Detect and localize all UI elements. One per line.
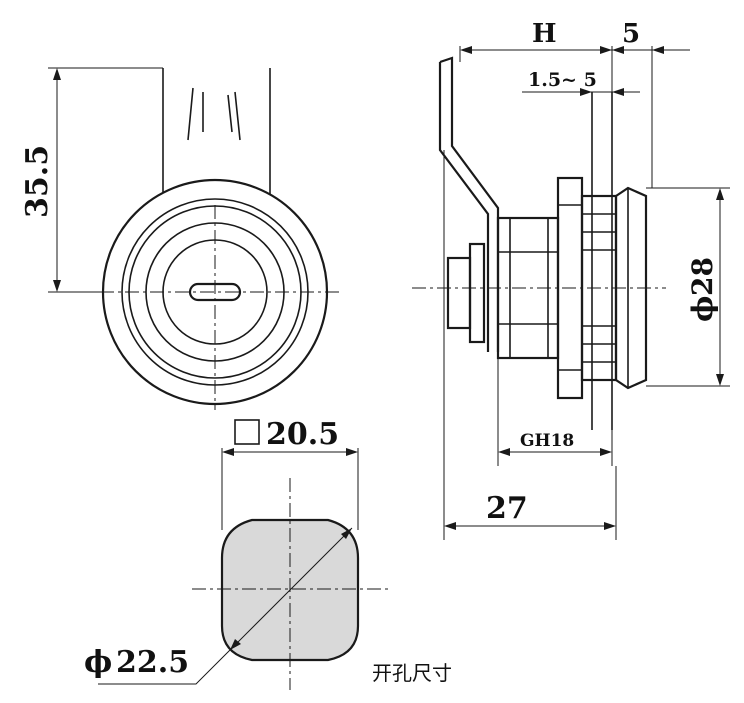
dia-face-symbol: ϕ (686, 296, 719, 322)
dia-extension-lines (646, 187, 730, 387)
front-view: 35.5 (20, 67, 340, 410)
cutout-note: 开孔尺寸 (372, 661, 452, 685)
panel-section (591, 92, 613, 430)
diameter-leader-line (98, 527, 353, 685)
length-extension-lines (443, 150, 617, 540)
thread-lines (582, 213, 616, 363)
diameter-dim-label: 22.5 (116, 645, 189, 680)
gh-extension-lines (497, 358, 613, 466)
height-dim-label: 35.5 (20, 145, 55, 218)
lever-outline (162, 68, 271, 195)
thread-label: GH18 (520, 431, 574, 451)
h-dim-label: H (532, 19, 557, 49)
length-dim-label: 27 (486, 491, 528, 526)
side-view: H 5 1.5~ 5 ϕ 28 GH18 27 (412, 19, 730, 540)
hex-nut-faces (498, 218, 558, 358)
washer (468, 242, 486, 344)
diameter-symbol: ϕ (84, 645, 112, 680)
square-symbol (234, 419, 260, 445)
five-dim-label: 5 (622, 19, 640, 49)
cutout-view: 20.5 ϕ 22.5 开孔尺寸 (84, 417, 452, 690)
height-extension-lines (48, 67, 163, 293)
lever-arm-inner (438, 62, 490, 352)
range-dim-label: 1.5~ 5 (528, 69, 597, 91)
square-extension-lines (221, 448, 359, 530)
gh-dim-arrows (498, 448, 612, 456)
h-dim-arrows (460, 46, 664, 54)
top-extension-lines (459, 46, 653, 188)
square-dim-label: 20.5 (266, 417, 339, 452)
second-nut-faces (558, 204, 582, 371)
range-dim-arrows (580, 88, 624, 96)
lever-shading (187, 87, 241, 141)
dia-face-label: 28 (686, 257, 719, 296)
small-nut (446, 256, 472, 330)
